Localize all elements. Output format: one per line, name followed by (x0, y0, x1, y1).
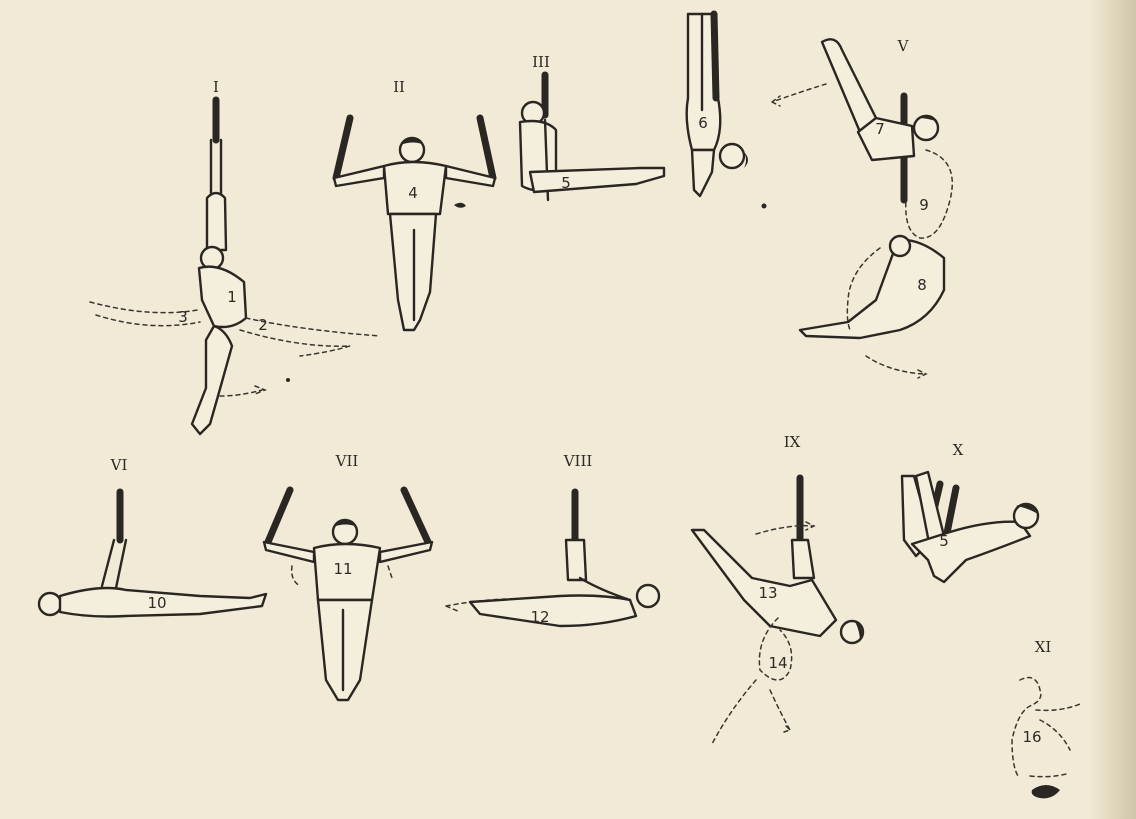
panel-label-xi: XI (1035, 638, 1052, 656)
position-number-5-iii: 5 (561, 174, 571, 192)
panel-label-iii: III (532, 53, 550, 71)
position-number-5-x: 5 (939, 532, 949, 550)
figure-ii (334, 118, 495, 330)
figure-vii (264, 490, 432, 700)
position-number-4: 4 (408, 184, 418, 202)
position-number-13: 13 (758, 584, 777, 602)
panel-label-x: X (953, 441, 964, 459)
position-number-1: 1 (227, 288, 237, 306)
position-number-10: 10 (147, 594, 166, 612)
panel-label-ii: II (393, 78, 405, 96)
figure-i (90, 100, 380, 434)
figure-x (902, 472, 1038, 582)
figure-viii (446, 492, 659, 626)
position-number-9: 9 (919, 196, 929, 214)
panel-label-vi: VI (110, 456, 128, 474)
position-number-12: 12 (530, 608, 549, 626)
position-number-14: 14 (768, 654, 787, 672)
panel-label-vii: VII (335, 452, 359, 470)
position-number-11: 11 (333, 560, 352, 578)
figure-iii (520, 75, 664, 200)
position-number-16: 16 (1022, 728, 1041, 746)
panel-label-viii: VIII (563, 452, 593, 470)
panel-label-ix: IX (784, 433, 801, 451)
panel-label-i: I (213, 78, 219, 96)
position-number-8: 8 (917, 276, 927, 294)
figure-ix (692, 478, 863, 744)
figure-vi-inverted (687, 14, 748, 196)
position-number-7: 7 (875, 120, 885, 138)
position-number-3: 3 (178, 308, 188, 326)
panel-label-v: V (897, 37, 910, 55)
position-number-2: 2 (258, 316, 268, 334)
position-number-6: 6 (698, 114, 708, 132)
page-edge-shadow (1090, 0, 1136, 819)
